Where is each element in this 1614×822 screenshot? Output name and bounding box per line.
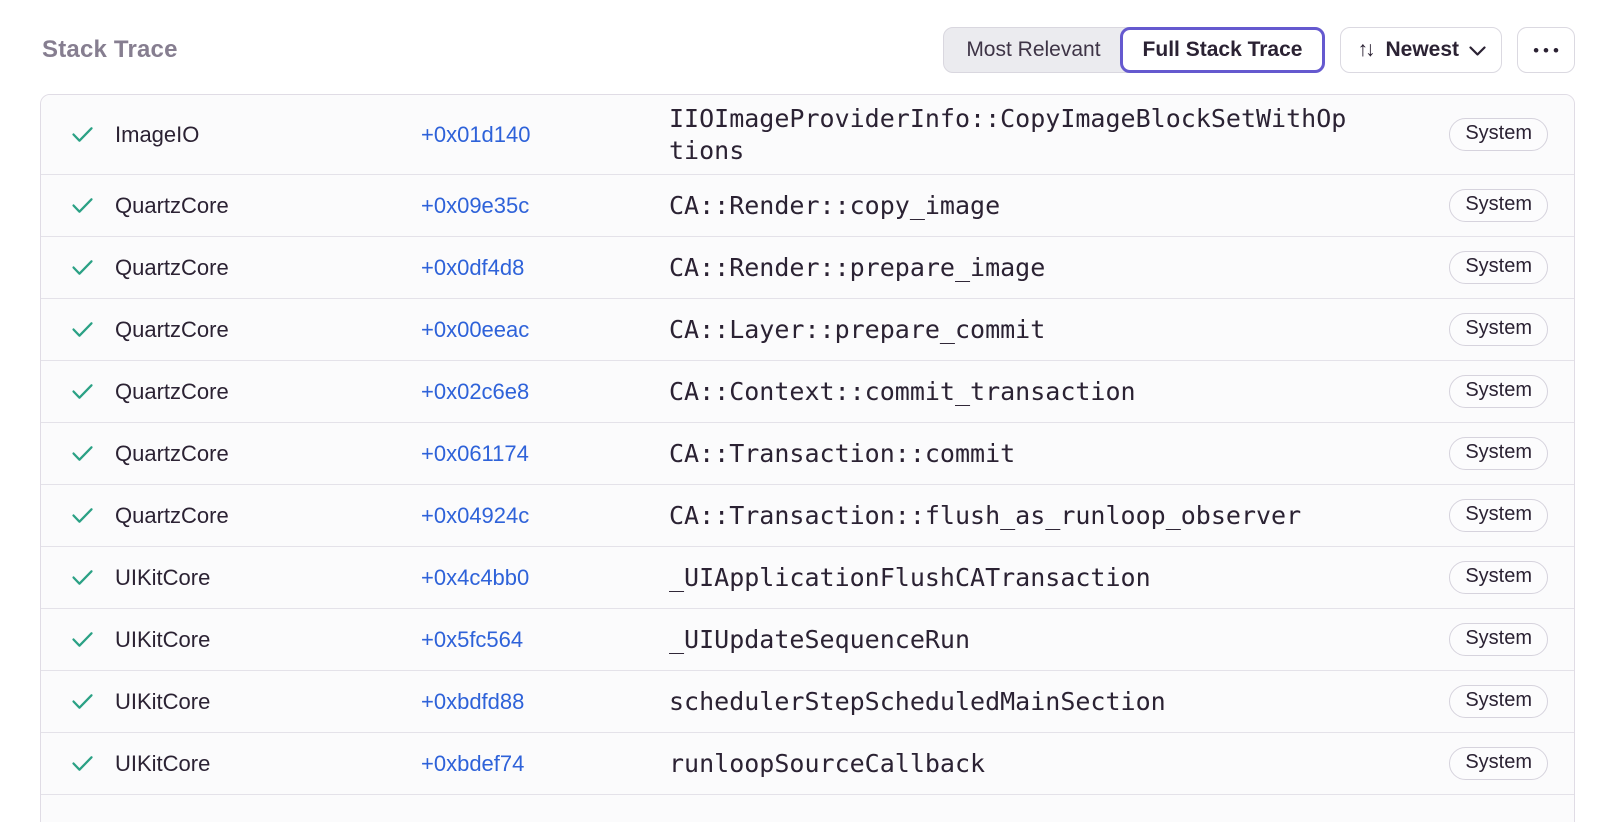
stack-frame-row-partial[interactable] [41,794,1574,822]
address-link[interactable]: +0x4c4bb0 [421,564,530,590]
check-icon [69,626,115,653]
full-stack-trace-button[interactable]: Full Stack Trace [1119,27,1326,73]
address-link[interactable]: +0x5fc564 [421,626,524,652]
stack-frame-row[interactable]: UIKitCore +0x5fc564 _UIUpdateSequenceRun… [41,608,1574,670]
check-icon [69,564,115,591]
address-link[interactable]: +0xbdef74 [421,750,525,776]
system-badge: System [1449,118,1548,151]
header-controls: Most Relevant Full Stack Trace ↑↓ Newest… [943,27,1575,73]
system-badge: System [1449,251,1548,284]
check-icon [69,192,115,219]
stack-frame-row[interactable]: QuartzCore +0x02c6e8 CA::Context::commit… [41,360,1574,422]
system-badge: System [1449,437,1548,470]
module-name: QuartzCore [115,316,229,342]
check-icon [69,254,115,281]
function-name: CA::Render::copy_image [669,190,1001,220]
function-name: schedulerStepScheduledMainSection [669,686,1166,716]
address-link[interactable]: +0x04924c [421,502,530,528]
most-relevant-button[interactable]: Most Relevant [943,27,1128,73]
function-name: _UIUpdateSequenceRun [669,624,971,654]
stack-frame-row[interactable]: QuartzCore +0x061174 CA::Transaction::co… [41,422,1574,484]
system-badge: System [1449,189,1548,222]
header: Stack Trace Most Relevant Full Stack Tra… [42,27,1575,73]
sort-arrows-icon: ↑↓ [1357,38,1375,61]
stack-frame-row[interactable]: UIKitCore +0x4c4bb0 _UIApplicationFlushC… [41,546,1574,608]
address-link[interactable]: +0x02c6e8 [421,378,530,404]
sort-label: Newest [1385,38,1459,61]
address-link[interactable]: +0x00eeac [421,316,530,342]
check-icon [69,688,115,715]
system-badge: System [1449,623,1548,656]
module-name: QuartzCore [115,440,229,466]
function-name: CA::Render::prepare_image [669,252,1046,282]
function-name: CA::Context::commit_transaction [669,376,1136,406]
stack-frame-row[interactable]: UIKitCore +0xbdfd88 schedulerStepSchedul… [41,670,1574,732]
chevron-down-icon [1469,45,1486,56]
sort-button[interactable]: ↑↓ Newest [1340,27,1502,73]
module-name: UIKitCore [115,626,211,652]
stack-frame-row[interactable]: ImageIO +0x01d140 IIOImageProviderInfo::… [41,95,1574,174]
module-name: QuartzCore [115,192,229,218]
stack-frame-row[interactable]: QuartzCore +0x00eeac CA::Layer::prepare_… [41,298,1574,360]
stack-trace-panel: Stack Trace Most Relevant Full Stack Tra… [0,27,1614,822]
module-name: ImageIO [115,121,200,147]
system-badge: System [1449,499,1548,532]
module-name: QuartzCore [115,502,229,528]
function-name: _UIApplicationFlushCATransaction [669,562,1151,592]
stack-frame-row[interactable]: QuartzCore +0x09e35c CA::Render::copy_im… [41,174,1574,236]
module-name: QuartzCore [115,378,229,404]
address-link[interactable]: +0x01d140 [421,121,531,147]
check-icon [69,121,115,148]
stack-frame-row[interactable]: QuartzCore +0x0df4d8 CA::Render::prepare… [41,236,1574,298]
stack-frame-row[interactable]: QuartzCore +0x04924c CA::Transaction::fl… [41,484,1574,546]
address-link[interactable]: +0x061174 [421,440,529,466]
stack-frame-row[interactable]: UIKitCore +0xbdef74 runloopSourceCallbac… [41,732,1574,794]
stack-trace-table: ImageIO +0x01d140 IIOImageProviderInfo::… [40,94,1575,822]
module-name: QuartzCore [115,254,229,280]
check-icon [69,378,115,405]
ellipsis-icon: ••• [1533,40,1563,60]
check-icon [69,750,115,777]
page-title: Stack Trace [42,36,178,63]
module-name: UIKitCore [115,750,211,776]
address-link[interactable]: +0x09e35c [421,192,530,218]
function-name: IIOImageProviderInfo::CopyImageBlockSetW… [669,104,1347,165]
system-badge: System [1449,313,1548,346]
system-badge: System [1449,561,1548,594]
check-icon [69,502,115,529]
more-options-button[interactable]: ••• [1517,27,1575,73]
system-badge: System [1449,375,1548,408]
function-name: CA::Transaction::flush_as_runloop_observ… [669,500,1302,530]
view-toggle: Most Relevant Full Stack Trace [943,27,1326,73]
function-name: runloopSourceCallback [669,748,986,778]
module-name: UIKitCore [115,688,211,714]
address-link[interactable]: +0xbdfd88 [421,688,525,714]
system-badge: System [1449,747,1548,780]
function-name: CA::Layer::prepare_commit [669,314,1046,344]
check-icon [69,316,115,343]
module-name: UIKitCore [115,564,211,590]
system-badge: System [1449,685,1548,718]
check-icon [69,440,115,467]
address-link[interactable]: +0x0df4d8 [421,254,525,280]
function-name: CA::Transaction::commit [669,438,1016,468]
